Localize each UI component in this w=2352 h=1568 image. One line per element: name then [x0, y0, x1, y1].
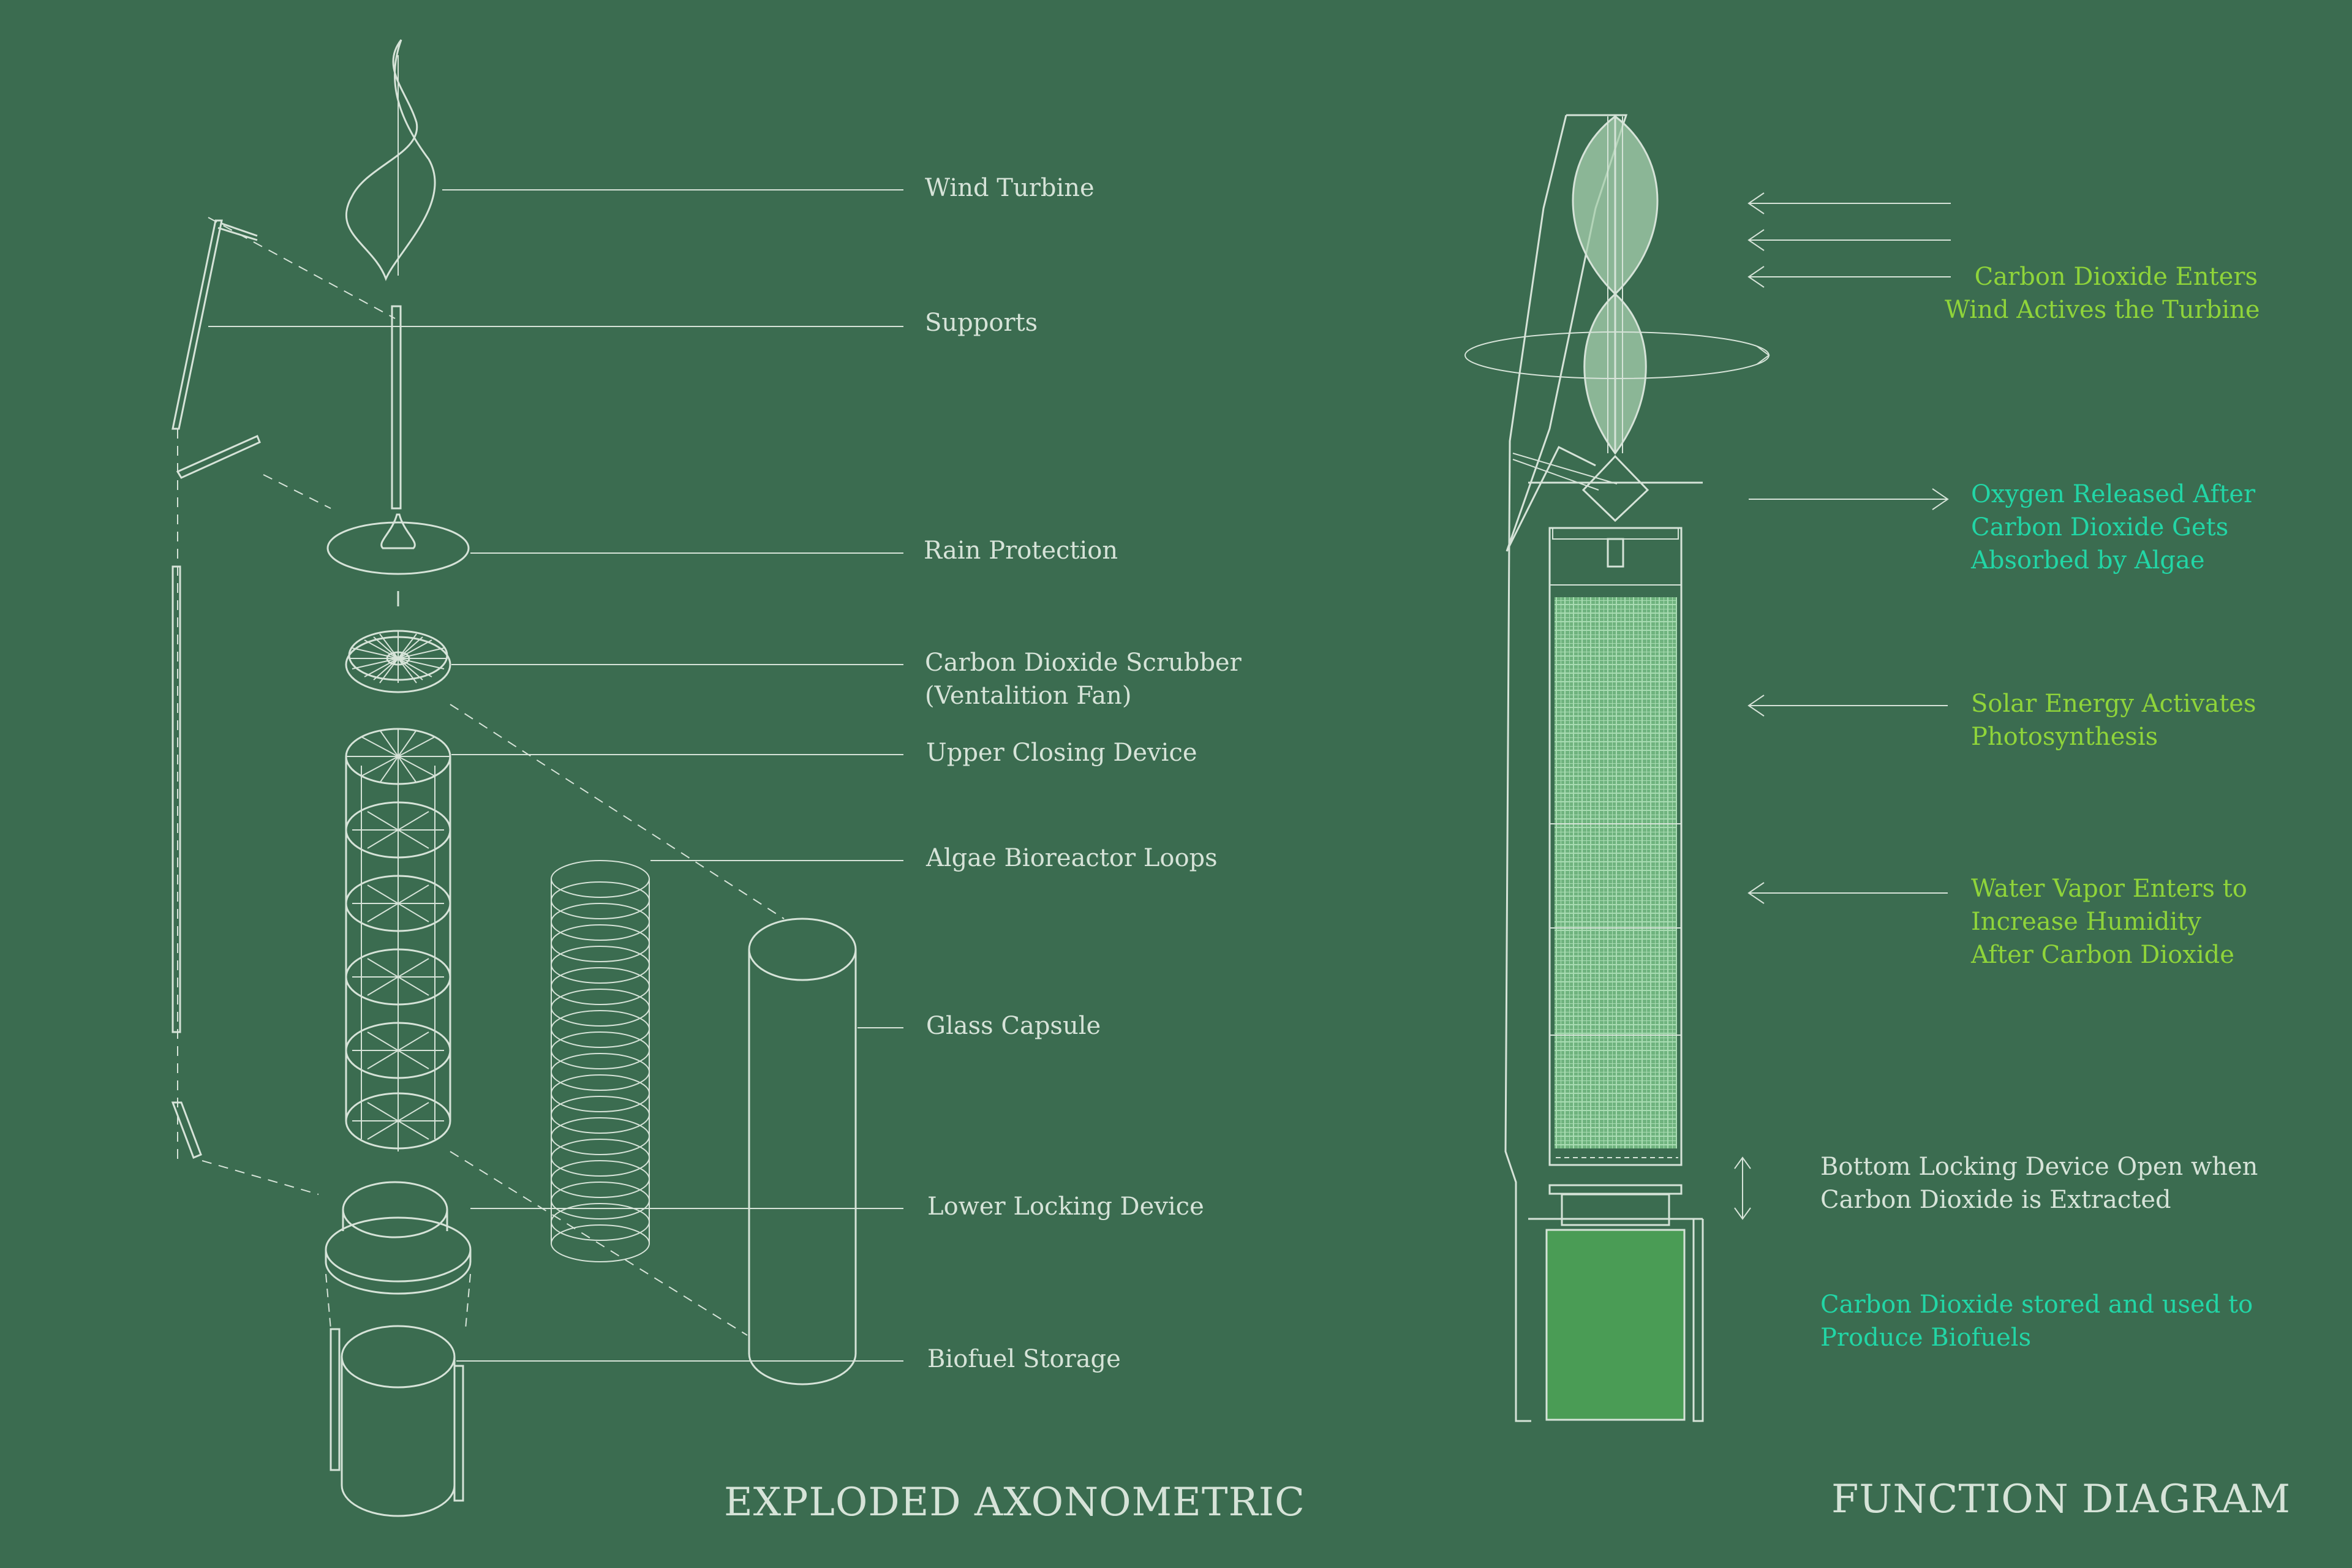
label-rain-protection: Rain Protection	[924, 537, 1118, 565]
note-oxygen-line3: Absorbed by Algae	[1971, 546, 2205, 575]
function-storage-unit	[1528, 1184, 1704, 1422]
label-biofuel-storage: Biofuel Storage	[927, 1345, 1121, 1373]
label-wind-turbine: Wind Turbine	[925, 174, 1095, 202]
glass-capsule-part	[748, 918, 857, 1385]
note-solar-line2: Photosynthesis	[1971, 723, 2158, 751]
function-support-arm	[1504, 114, 1628, 1422]
note-stored-line1: Carbon Dioxide stored and used to	[1820, 1291, 2253, 1319]
label-co2-scrubber-line2: (Ventalition Fan)	[925, 682, 1132, 710]
label-upper-closing-device: Upper Closing Device	[926, 739, 1197, 767]
note-solar-energy: Solar Energy Activates Photosynthesis	[1971, 687, 2256, 753]
note-co2-stored: Carbon Dioxide stored and used to Produc…	[1820, 1288, 2253, 1354]
part-leader-lines	[208, 189, 903, 1362]
supports-part	[171, 217, 396, 1195]
label-algae-bioreactor-loops: Algae Bioreactor Loops	[926, 844, 1218, 872]
note-oxygen-line1: Oxygen Released After	[1971, 480, 2256, 508]
note-oxygen-line2: Carbon Dioxide Gets	[1971, 513, 2229, 541]
label-co2-scrubber: Carbon Dioxide Scrubber (Ventalition Fan…	[925, 646, 1242, 712]
note-water-vapor: Water Vapor Enters to Increase Humidity …	[1971, 872, 2247, 971]
function-turbine-blades	[1464, 115, 1770, 455]
note-bottom-line1: Bottom Locking Device Open when	[1820, 1153, 2258, 1181]
function-bioreactor-capsule	[1548, 527, 1683, 1166]
label-lower-locking-device: Lower Locking Device	[927, 1193, 1204, 1221]
function-diagram-drawing	[1464, 114, 1951, 1422]
note-co2-enters: Carbon Dioxide Enters Wind Actives the T…	[1945, 260, 2260, 326]
function-flow-arrows	[1734, 192, 1951, 1220]
function-rain-cap	[1528, 454, 1703, 568]
note-stored-line2: Produce Biofuels	[1820, 1324, 2032, 1352]
lower-locking-device-part	[325, 1181, 472, 1330]
title-function-diagram: FUNCTION DIAGRAM	[1831, 1477, 2291, 1522]
title-exploded-axonometric: EXPLODED AXONOMETRIC	[724, 1480, 1305, 1525]
label-co2-scrubber-line1: Carbon Dioxide Scrubber	[925, 649, 1242, 677]
algae-bioreactor-coil-part	[551, 860, 650, 1262]
note-co2-enters-line1: Carbon Dioxide Enters	[1974, 263, 2258, 291]
note-water-line3: After Carbon Dioxide	[1971, 941, 2234, 969]
note-water-line1: Water Vapor Enters to	[1971, 875, 2247, 903]
note-co2-enters-line2: Wind Actives the Turbine	[1945, 296, 2260, 324]
label-supports: Supports	[925, 309, 1038, 337]
note-oxygen-released: Oxygen Released After Carbon Dioxide Get…	[1971, 478, 2255, 577]
note-bottom-line2: Carbon Dioxide is Extracted	[1820, 1186, 2171, 1214]
note-water-line2: Increase Humidity	[1971, 908, 2201, 936]
biofuel-storage-part	[330, 1325, 464, 1517]
upper-closing-device-part	[345, 704, 785, 1336]
note-solar-line1: Solar Energy Activates	[1971, 690, 2256, 718]
co2-scrubber-fan-part	[345, 630, 451, 693]
label-glass-capsule: Glass Capsule	[926, 1012, 1101, 1040]
note-bottom-locking: Bottom Locking Device Open when Carbon D…	[1820, 1150, 2258, 1216]
rain-protection-part	[326, 513, 470, 606]
exploded-axonometric-drawing	[171, 39, 903, 1517]
wind-turbine-part	[345, 39, 436, 510]
